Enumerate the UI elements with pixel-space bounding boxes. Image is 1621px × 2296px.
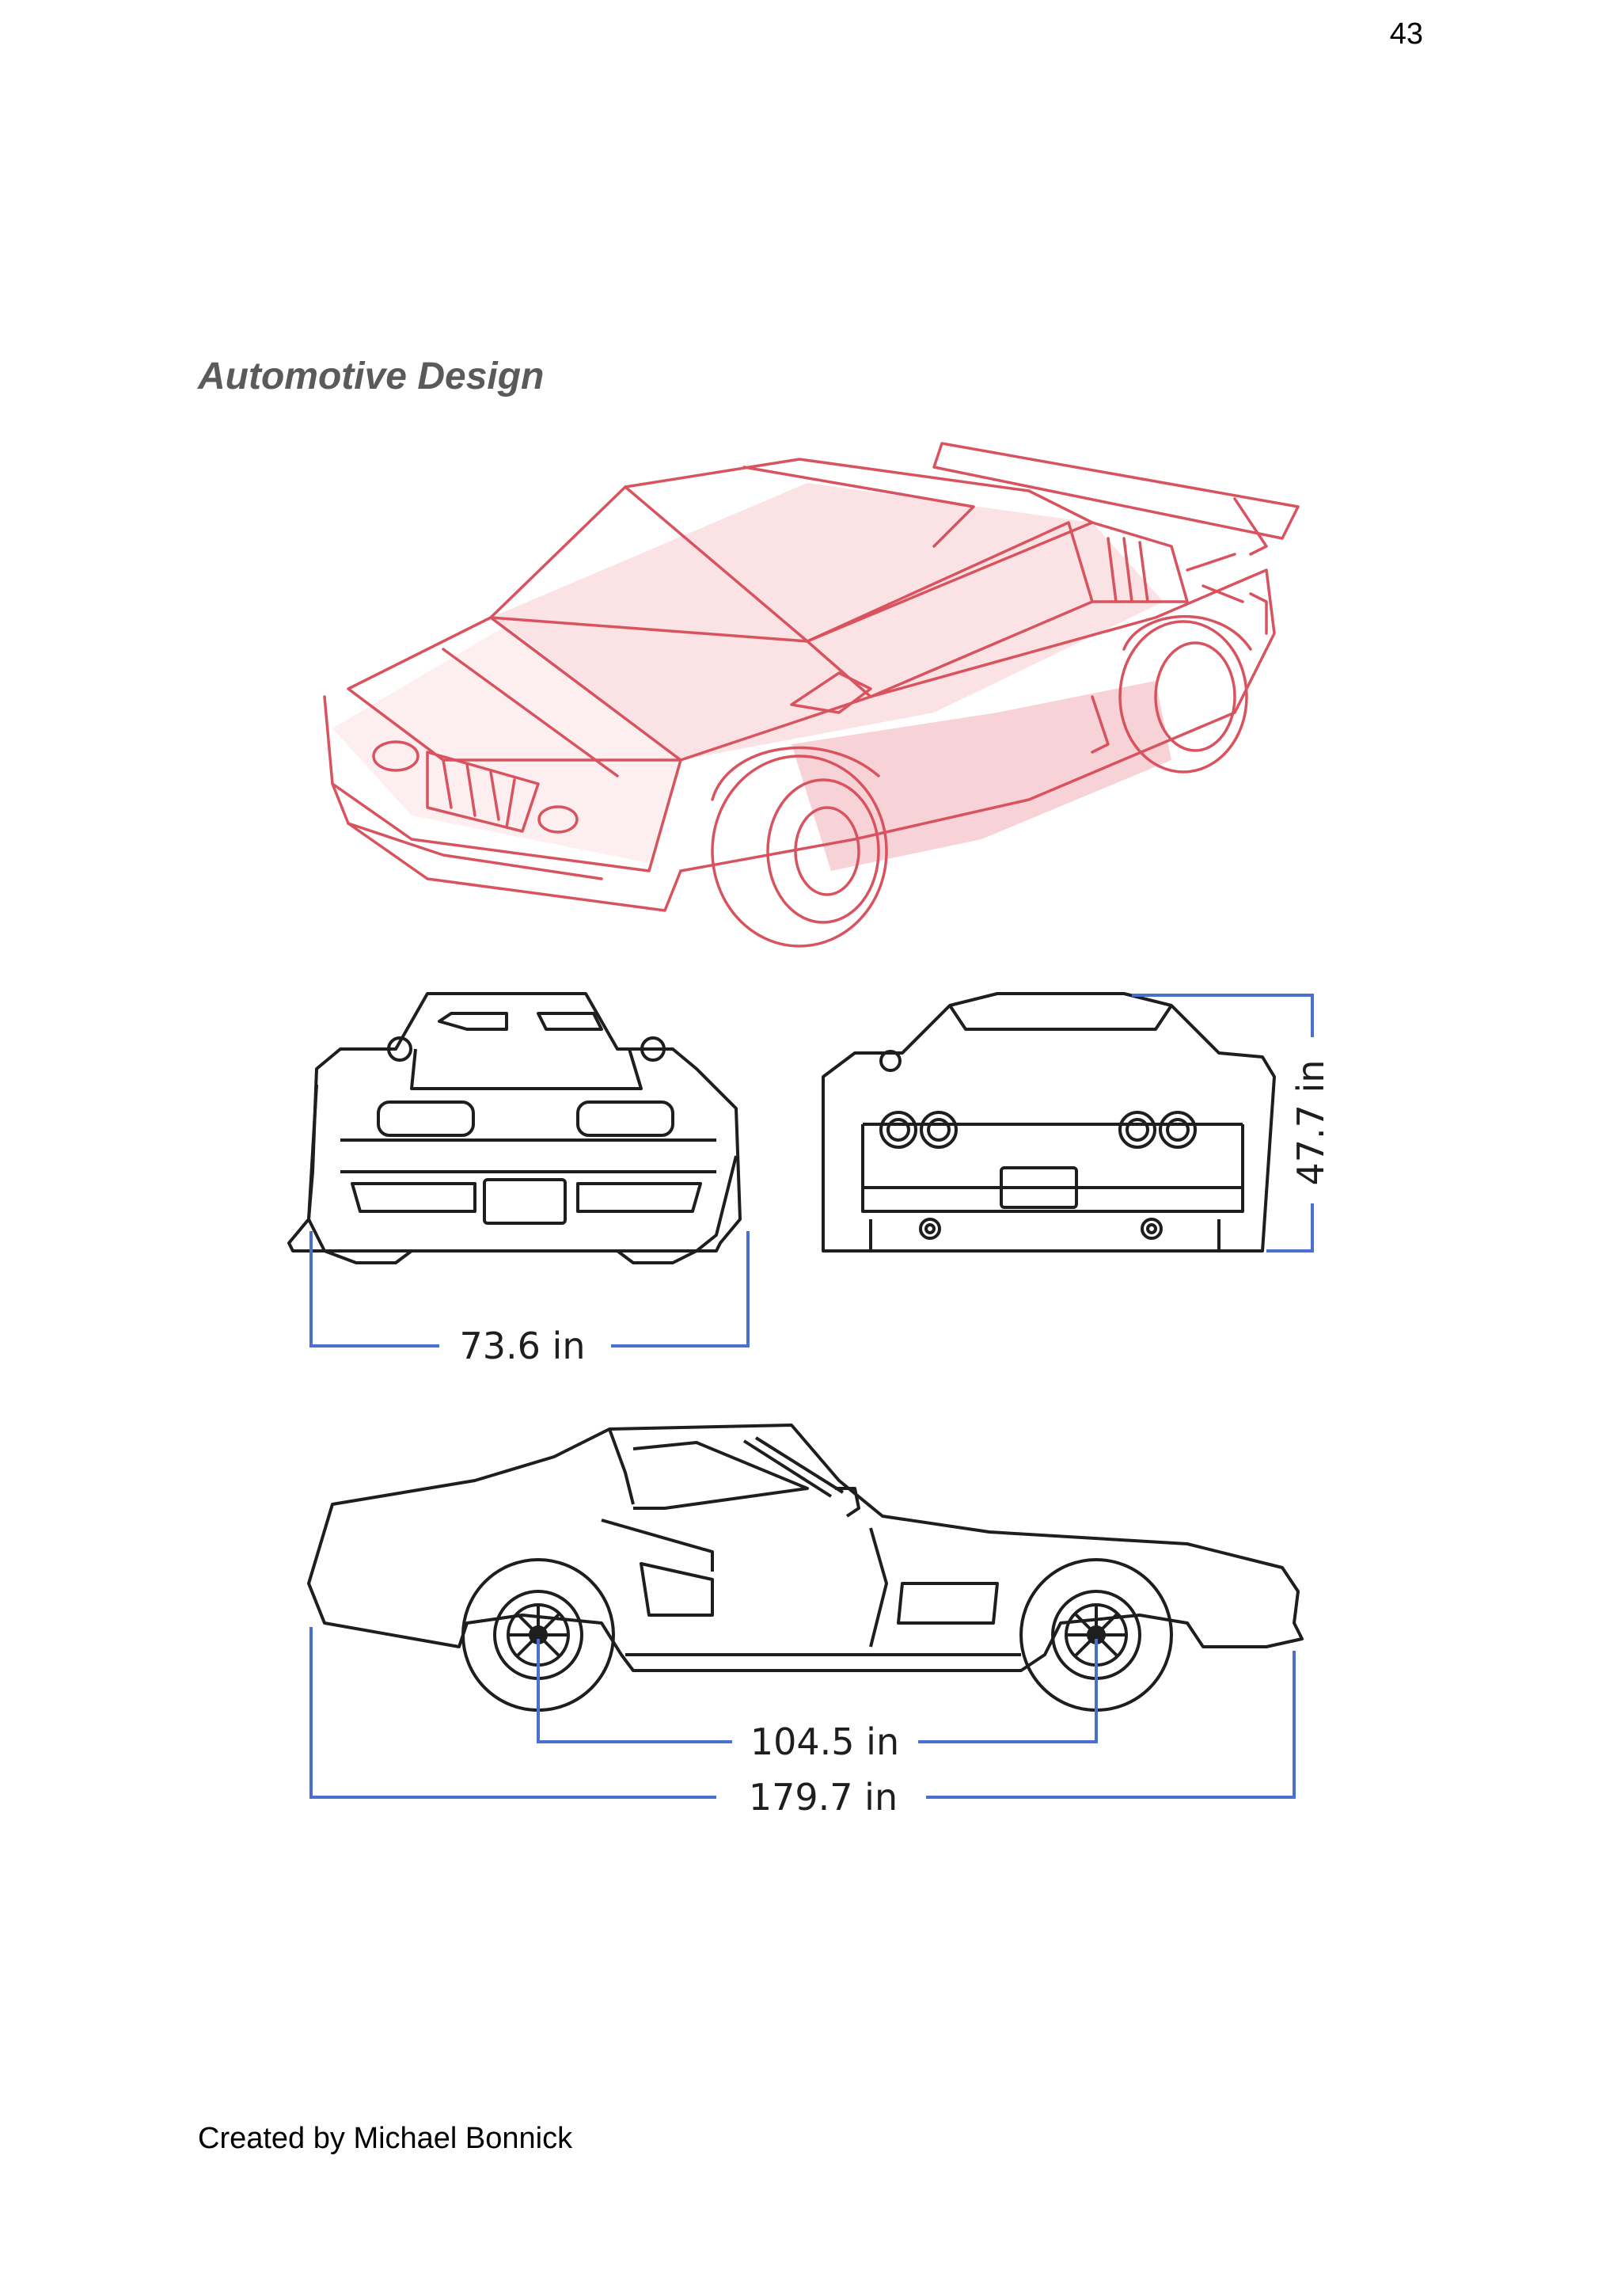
page-number: 43 [1389, 17, 1423, 51]
footer-credit: Created by Michael Bonnick [198, 2122, 573, 2155]
front-view-outline [287, 992, 742, 1264]
wheelbase-label: 104.5 in [750, 1720, 899, 1763]
side-view-dimensions [309, 1627, 1296, 1799]
side-view-outline [307, 1424, 1304, 1712]
perspective-sketch [323, 442, 1300, 948]
track-width-label: 73.6 in [460, 1325, 586, 1367]
rear-view-outline [822, 992, 1276, 1253]
overall-length-label: 179.7 in [749, 1776, 898, 1819]
front-view-dimension [309, 1231, 750, 1348]
height-label: 47.7 in [1289, 1060, 1332, 1186]
section-title: Automotive Design [198, 355, 545, 397]
rear-view-dimension [1132, 994, 1314, 1253]
